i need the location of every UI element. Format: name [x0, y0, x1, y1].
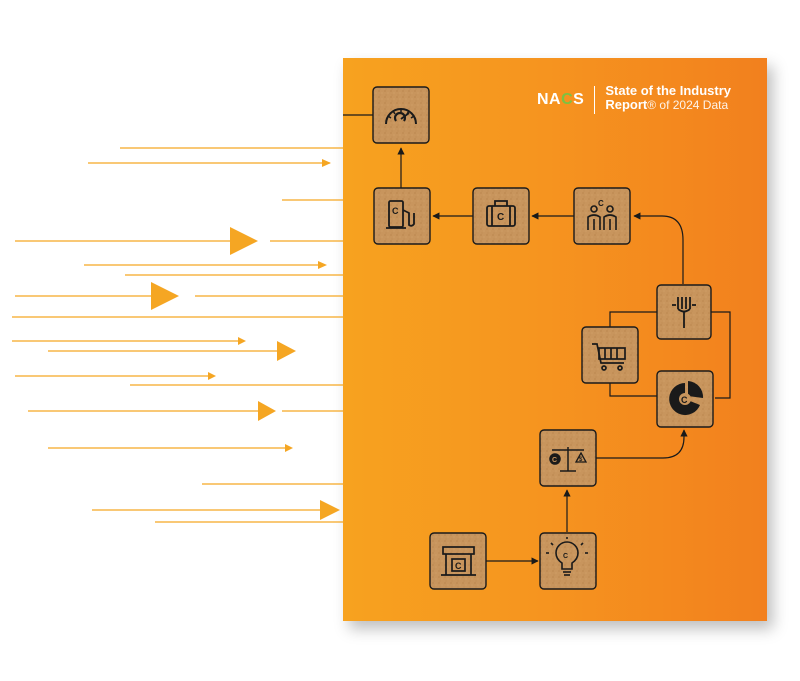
connector-loop-inner — [609, 311, 657, 327]
logo-prefix: NA — [537, 91, 562, 108]
tile-lightbulb: C — [539, 532, 597, 590]
tile-balance-scale: C $ — [539, 429, 597, 487]
tile-fork — [656, 284, 712, 340]
arrowhead-large — [151, 282, 179, 310]
fork-icon — [672, 297, 696, 328]
arrowhead-medium — [320, 500, 340, 520]
logo-c: C — [561, 91, 574, 108]
report-title-year: ® of 2024 Data — [647, 98, 729, 112]
report-title: State of the Industry Report® of 2024 Da… — [605, 83, 732, 113]
svg-text:C: C — [455, 561, 462, 571]
svg-text:C: C — [552, 457, 557, 464]
lightbulb-icon: C — [546, 537, 588, 576]
gauge-icon — [385, 108, 417, 125]
report-title-line1: State of the Industry — [605, 83, 732, 98]
balance-scale-icon: C $ — [549, 447, 588, 472]
arrowhead-small — [285, 444, 293, 452]
speed-arrowheads — [151, 159, 340, 520]
arrowhead-small — [322, 159, 331, 167]
connector — [595, 429, 688, 459]
pie-chart-icon: C — [669, 381, 704, 415]
connector-loop-outer — [710, 311, 731, 399]
tile-gauge — [372, 86, 430, 144]
report-title-report: Report — [605, 97, 648, 112]
report-title-line2: Report® of 2024 Data — [605, 97, 731, 113]
svg-text:C: C — [598, 199, 604, 208]
brand-divider — [594, 86, 596, 114]
fuel-pump-icon: C — [386, 200, 415, 229]
tile-pie-chart: C — [656, 370, 714, 428]
connector — [633, 212, 684, 284]
speed-lines — [12, 147, 345, 523]
report-brand: NACS State of the Industry Report® of 20… — [537, 84, 731, 114]
store-icon: C — [441, 546, 476, 576]
tile-people: C — [573, 187, 631, 245]
nacs-logo: NACS — [537, 84, 584, 109]
tile-fuel-pump: C — [373, 187, 431, 245]
arrowhead-medium — [277, 341, 296, 361]
connectors — [343, 114, 731, 565]
tile-briefcase: C — [472, 187, 530, 245]
people-icon: C — [587, 199, 617, 230]
svg-text:C: C — [681, 395, 688, 405]
svg-text:$: $ — [579, 457, 583, 463]
logo-suffix: S — [573, 91, 585, 108]
tile-shopping-cart — [581, 326, 639, 384]
svg-text:C: C — [563, 553, 568, 560]
svg-text:C: C — [392, 206, 399, 216]
arrowhead-small — [318, 261, 327, 269]
arrowhead-small — [238, 337, 246, 345]
arrowhead-small — [208, 372, 216, 380]
svg-text:C: C — [497, 212, 504, 223]
arrowhead-large — [230, 227, 258, 255]
briefcase-icon: C — [486, 200, 516, 227]
arrowhead-medium — [258, 401, 276, 421]
connector-loop-inner — [609, 382, 657, 397]
tile-store: C — [429, 532, 487, 590]
shopping-cart-icon — [592, 343, 626, 371]
